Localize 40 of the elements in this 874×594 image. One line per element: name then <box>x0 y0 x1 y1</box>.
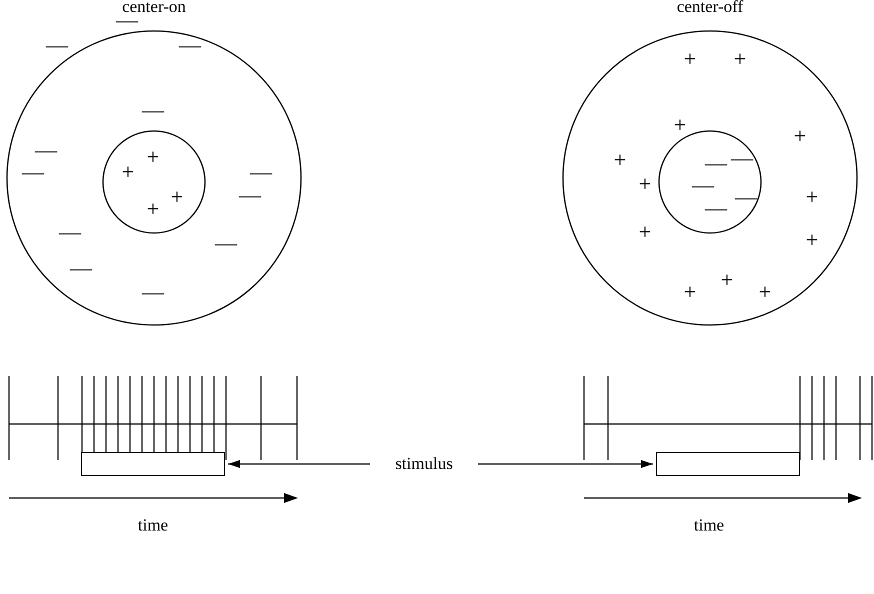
polarity-sign: + <box>684 48 696 70</box>
polarity-sign: — <box>250 161 272 183</box>
polarity-sign: — <box>59 221 81 243</box>
polarity-sign: + <box>758 281 772 303</box>
polarity-sign: — <box>215 232 237 254</box>
axis-label: time <box>694 516 724 534</box>
stimulus-bar <box>656 452 800 476</box>
polarity-sign: + <box>684 281 696 303</box>
axis-label: time <box>138 516 168 534</box>
polarity-sign: — <box>46 34 68 56</box>
polarity-sign: + <box>122 161 134 183</box>
polarity-sign: + <box>674 114 686 136</box>
arrow <box>478 460 653 468</box>
arrow <box>228 460 370 468</box>
stimulus-bar <box>81 452 225 476</box>
polarity-sign: — <box>692 174 714 196</box>
polarity-sign: — <box>70 257 92 279</box>
polarity-sign: — <box>142 281 164 303</box>
polarity-sign: + <box>146 146 160 168</box>
polarity-sign: — <box>179 34 201 56</box>
polarity-sign: — <box>35 139 57 161</box>
polarity-sign: — <box>239 184 261 206</box>
polarity-sign: — <box>705 197 727 219</box>
polarity-sign: — <box>142 99 164 121</box>
stimulus-text: stimulus <box>378 452 470 476</box>
polarity-sign: + <box>806 229 818 251</box>
polarity-sign: + <box>146 198 160 220</box>
polarity-sign: + <box>638 173 652 195</box>
circle-heading: center-off <box>676 0 744 18</box>
polarity-sign: + <box>638 221 652 243</box>
polarity-sign: + <box>806 186 818 208</box>
polarity-sign: + <box>170 186 184 208</box>
polarity-sign: — <box>731 147 753 169</box>
polarity-sign: + <box>794 125 806 147</box>
polarity-sign: — <box>705 152 727 174</box>
polarity-sign: — <box>22 161 44 183</box>
polarity-sign: + <box>614 149 626 171</box>
polarity-sign: + <box>734 48 746 70</box>
polarity-sign: — <box>735 186 757 208</box>
polarity-sign: + <box>720 269 734 291</box>
